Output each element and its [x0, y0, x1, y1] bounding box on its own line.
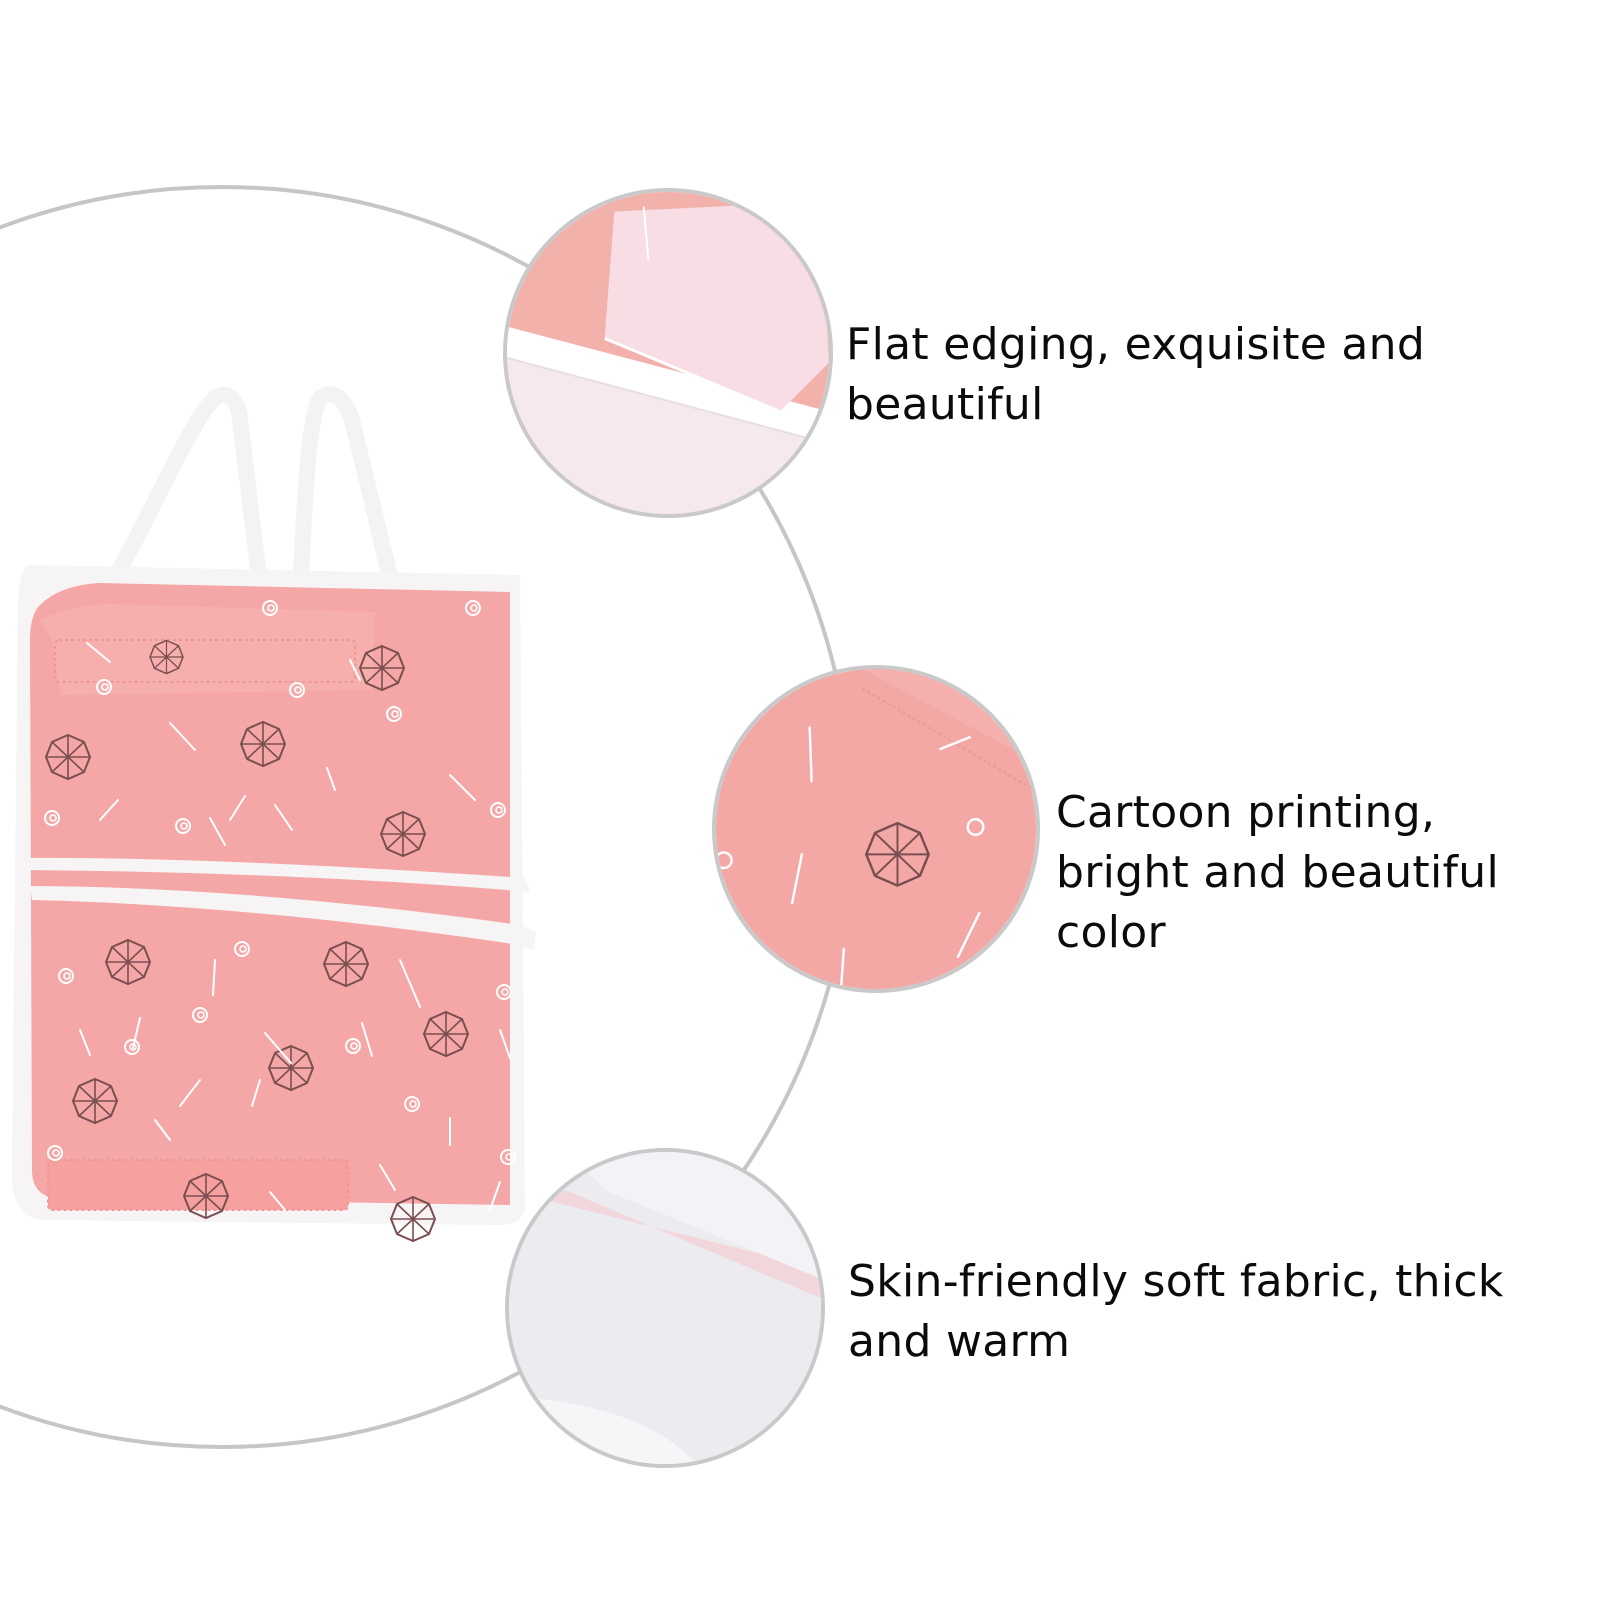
- feature-caption-printing: Cartoon printing, bright and beautiful c…: [1056, 783, 1499, 963]
- caption-line: Cartoon printing,: [1056, 787, 1436, 838]
- feature-caption-fabric: Skin-friendly soft fabric, thick and war…: [848, 1252, 1504, 1372]
- caption-line: color: [1056, 907, 1166, 958]
- caption-line: and warm: [848, 1316, 1071, 1367]
- detail-image-soft-fabric: [505, 1148, 825, 1468]
- caption-line: beautiful: [846, 379, 1044, 430]
- detail-image-cartoon-print: [712, 665, 1040, 993]
- caption-line: Skin-friendly soft fabric, thick: [848, 1256, 1504, 1307]
- feature-caption-edging: Flat edging, exquisite and beautiful: [846, 315, 1425, 435]
- caption-line: bright and beautiful: [1056, 847, 1499, 898]
- caption-line: Flat edging, exquisite and: [846, 319, 1426, 370]
- detail-image-flat-edging: [503, 188, 833, 518]
